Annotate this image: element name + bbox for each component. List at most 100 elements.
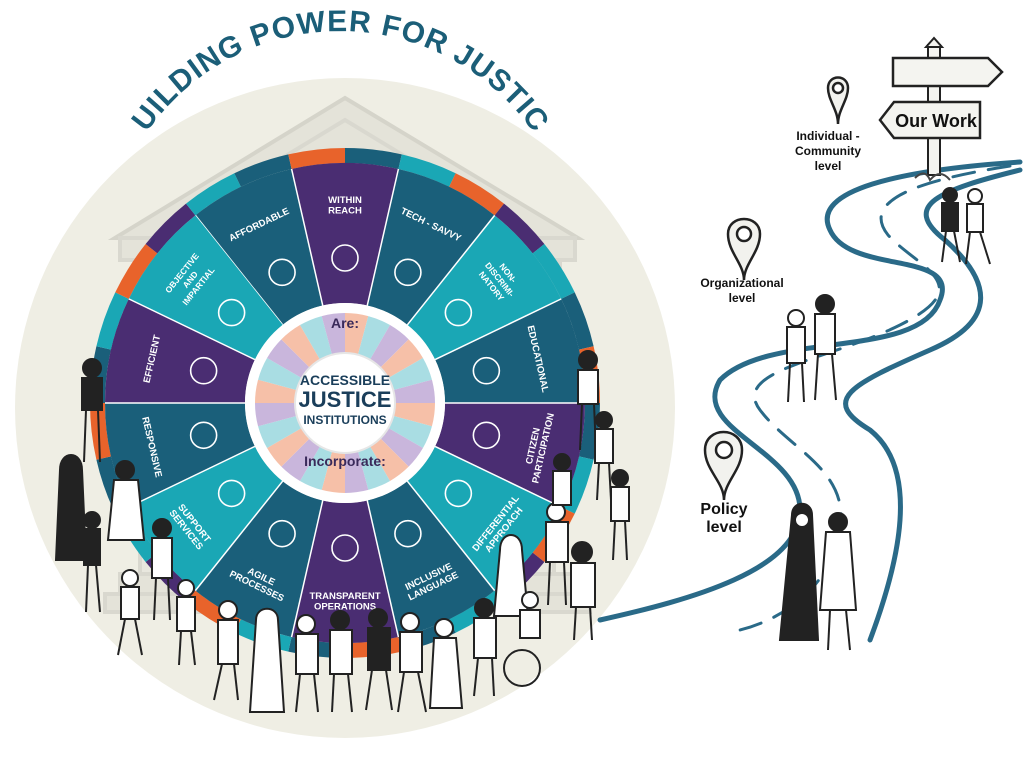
speech-bubbles-icon <box>394 519 422 548</box>
wheel-segment <box>291 500 399 643</box>
magnifier-icon <box>331 534 359 562</box>
grass-icon <box>914 172 951 182</box>
level-individual-line-1: Individual - <box>796 129 859 143</box>
wheel-segment <box>435 403 585 508</box>
our-work-label: Our Work <box>895 111 978 131</box>
wheel-divider <box>290 168 324 306</box>
pin-icon <box>703 430 744 501</box>
crowd-icon <box>472 421 501 450</box>
network-icon <box>268 519 296 548</box>
wheel-inner-spoke <box>321 313 345 357</box>
lightbulb-icon <box>472 356 501 385</box>
wheel-rim-segment <box>90 403 112 460</box>
target-icon <box>189 356 218 385</box>
wheel-rim-segment <box>186 173 241 216</box>
wheel-inner-spoke <box>369 325 409 370</box>
wheel-inner-spoke <box>357 444 390 490</box>
wheel-inner-spoke <box>281 325 321 370</box>
wheel-segment <box>105 298 255 403</box>
wheel-rim-segment <box>145 203 196 254</box>
wheel-divider <box>406 214 496 326</box>
wheel-inner-spoke <box>391 403 435 427</box>
blank-sign <box>891 56 1004 88</box>
level-organizational-line-1: Organizational <box>700 276 783 290</box>
wheel-inner-spoke <box>321 449 345 494</box>
wheel-segment <box>128 215 283 360</box>
wheel-rim-segment <box>345 148 402 170</box>
wheel-inner-spoke <box>258 415 304 448</box>
wheel-divider <box>406 480 496 592</box>
wheel-segment <box>435 298 585 403</box>
wheel-rim-segment <box>96 292 129 350</box>
person-flag-icon <box>189 421 218 450</box>
are-label: Are: <box>331 315 359 331</box>
wheel-segment-label-line: WITHIN <box>328 195 362 206</box>
wheel-segment <box>291 163 399 306</box>
wheel-segment-label-line: TRANSPARENT <box>309 591 380 602</box>
map-icon <box>331 244 359 272</box>
our-work-sign <box>878 100 982 140</box>
wheel-divider <box>128 298 256 361</box>
laptop-icon <box>394 258 422 287</box>
center-line-3: INSTITUTIONS <box>303 413 386 427</box>
wheel-inner-spoke <box>386 358 432 391</box>
wheel-divider <box>434 298 562 361</box>
incorporate-label: Incorporate: <box>304 453 386 469</box>
wheel-inner-spoke <box>281 436 321 481</box>
wheel-inner-spoke <box>300 316 333 362</box>
money-icon <box>268 258 296 287</box>
level-labels: Individual - Community level Organizatio… <box>700 129 861 536</box>
wheel-segment-label-line: OPERATIONS <box>314 601 376 612</box>
pin-icon <box>726 217 762 281</box>
wheel-divider <box>194 480 284 592</box>
wheel-segment <box>105 403 255 508</box>
level-policy-line-1: Policy <box>700 501 747 518</box>
wheel-divider <box>128 445 256 508</box>
wheel-rim-segment <box>449 173 504 216</box>
wheel-divider <box>366 168 400 306</box>
wheel-rim-segment <box>288 148 345 170</box>
wheel-segment <box>367 169 495 325</box>
level-individual-line-2: Community <box>795 144 861 158</box>
level-policy-line-2: level <box>706 519 742 536</box>
wheel-rim-segment <box>561 292 594 350</box>
wheel-center-disc <box>294 352 396 454</box>
wheel-inner-spoke <box>258 358 304 391</box>
pin-icon <box>826 76 850 125</box>
wheel-inner-spoke <box>357 316 390 362</box>
wheel-inner-spoke <box>378 339 423 379</box>
wheel-inner-spoke <box>386 415 432 448</box>
wheel-inner-spoke <box>267 427 312 467</box>
wheel-segment <box>367 481 495 637</box>
wheel-inner-spoke <box>369 436 409 481</box>
wheel-segment-label-line: REACH <box>328 205 362 216</box>
wheel-divider <box>290 500 324 638</box>
wheel-rim-segment <box>398 154 456 187</box>
wheel-inner-spoke <box>345 313 369 357</box>
center-line-1: ACCESSIBLE <box>300 372 390 388</box>
level-individual-line-3: level <box>815 159 842 173</box>
support-icon <box>217 479 246 508</box>
wheel-inner-spoke <box>255 403 299 427</box>
wheel-rim-segment <box>532 244 575 299</box>
wheel-rim-segment <box>115 244 158 299</box>
ruler-arc-icon <box>444 479 473 508</box>
center-line-2: JUSTICE <box>299 387 392 412</box>
wheel-inner-spoke <box>267 339 312 379</box>
wheel-center: ACCESSIBLE JUSTICE INSTITUTIONS Are: Inc… <box>299 315 392 469</box>
wheel-inner-spoke <box>255 379 299 403</box>
scales-icon <box>217 298 246 327</box>
wheel-inner-spoke <box>345 449 369 494</box>
wheel-inner-spoke <box>378 427 423 467</box>
wheel-segment <box>407 215 562 360</box>
level-organizational-line-2: level <box>729 291 756 305</box>
wheel-inner-spoke <box>300 444 333 490</box>
wheel-divider <box>366 500 400 638</box>
wheel-divider <box>434 445 562 508</box>
globe-hands-icon <box>444 298 473 327</box>
people-illustration <box>54 187 991 713</box>
